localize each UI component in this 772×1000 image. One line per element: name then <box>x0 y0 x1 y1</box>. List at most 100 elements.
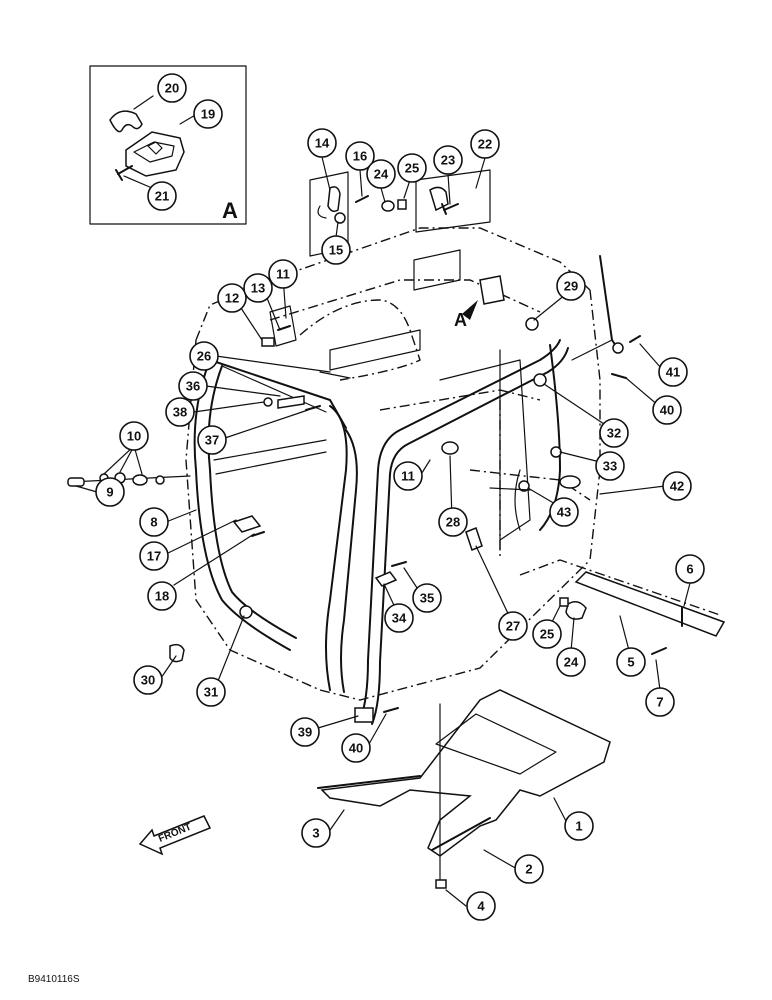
svg-text:35: 35 <box>420 591 434 606</box>
svg-text:29: 29 <box>564 279 578 294</box>
roof-latch-mount <box>479 275 505 305</box>
callout-34: 34 <box>384 603 414 633</box>
part-12 <box>261 337 275 347</box>
latch-part <box>429 186 449 212</box>
bolt-part-7 <box>651 647 667 655</box>
front-direction-arrow: FRONT <box>138 815 212 856</box>
leader-21 <box>123 175 153 189</box>
rail-outline <box>519 559 721 616</box>
middle-parts <box>374 317 587 713</box>
antenna-cable <box>571 339 613 361</box>
callout-39: 39 <box>290 717 320 747</box>
detail-view-a: A <box>89 65 247 225</box>
svg-text:41: 41 <box>666 365 680 380</box>
detail-view-label: A <box>222 198 238 223</box>
callout-16: 16 <box>345 141 375 171</box>
callout-25-lower: 25 <box>532 619 562 649</box>
svg-text:7: 7 <box>656 695 663 710</box>
svg-text:14: 14 <box>315 136 330 151</box>
front-frame-outer <box>193 359 291 651</box>
svg-text:24: 24 <box>374 167 389 182</box>
callout-7: 7 <box>645 687 675 717</box>
callout-15: 15 <box>321 235 351 265</box>
clip-part-17 <box>232 515 262 533</box>
svg-text:9: 9 <box>106 485 113 500</box>
roof-lamp-plate <box>269 305 297 347</box>
svg-text:33: 33 <box>603 459 617 474</box>
leader-20 <box>133 95 154 110</box>
rail-edge <box>585 571 725 623</box>
lamp-wire <box>317 205 327 219</box>
detail-frame <box>89 65 247 225</box>
handrail-bracket <box>354 707 374 723</box>
callout-5: 5 <box>616 647 646 677</box>
callout-17: 17 <box>139 541 169 571</box>
svg-text:6: 6 <box>686 562 693 577</box>
nut-part-29 <box>525 317 539 331</box>
callout-42: 42 <box>662 471 692 501</box>
view-a-arrow-label: A <box>454 310 467 330</box>
svg-text:15: 15 <box>329 243 343 258</box>
callout-24-upper: 24 <box>366 159 396 189</box>
callout-11-lower: 11 <box>393 461 423 491</box>
leader-lines <box>75 156 691 907</box>
svg-text:39: 39 <box>298 725 312 740</box>
plug-part-30 <box>169 643 185 663</box>
callout-11-upper: 11 <box>268 259 298 289</box>
callout-28: 28 <box>438 507 468 537</box>
floor-plate-part-1 <box>320 689 611 857</box>
svg-text:18: 18 <box>155 589 169 604</box>
nut-part-32 <box>533 373 547 387</box>
leader-18 <box>173 533 255 586</box>
rear-grommet <box>559 475 581 489</box>
antenna-base <box>612 342 624 354</box>
bolt-part-4 <box>435 879 447 889</box>
latch-group-frame <box>415 169 491 233</box>
leader-42 <box>599 485 666 495</box>
front-arrow-shape <box>138 815 212 856</box>
leader-26 <box>215 355 331 373</box>
callout-8: 8 <box>139 507 169 537</box>
callout-38: 38 <box>165 397 195 427</box>
svg-text:25: 25 <box>540 627 554 642</box>
callout-36: 36 <box>178 371 208 401</box>
svg-text:42: 42 <box>670 479 684 494</box>
svg-text:26: 26 <box>197 349 211 364</box>
svg-text:1: 1 <box>575 819 582 834</box>
callout-10: 10 <box>119 421 149 451</box>
antenna-mast <box>599 255 621 353</box>
svg-text:40: 40 <box>349 741 363 756</box>
callout-6: 6 <box>675 554 705 584</box>
svg-text:10: 10 <box>127 429 141 444</box>
rear-window-frame <box>439 359 531 541</box>
callout-29: 29 <box>556 271 586 301</box>
floor-plates <box>317 689 611 889</box>
leader-31 <box>215 615 245 687</box>
svg-text:40: 40 <box>660 403 674 418</box>
floor-rear-outline <box>469 469 591 501</box>
svg-text:13: 13 <box>251 281 265 296</box>
nut-part-38 <box>263 397 273 407</box>
leader-7 <box>655 659 661 691</box>
callout-14: 14 <box>307 128 337 158</box>
svg-text:3: 3 <box>312 826 319 841</box>
roof-plate <box>413 249 461 291</box>
cap-part-24-lower <box>565 601 587 620</box>
callout-23: 23 <box>433 145 463 175</box>
plate-part-34 <box>374 571 398 587</box>
leader-40-upper <box>625 377 660 407</box>
middle-pillar <box>325 405 358 693</box>
leader-15 <box>335 221 339 238</box>
leader-25-top <box>403 179 411 199</box>
light-housing-part <box>125 131 185 177</box>
nut-part-43 <box>518 480 530 492</box>
plug-part-31 <box>239 605 253 619</box>
leader-16 <box>359 169 363 197</box>
view-a-arrow <box>462 300 478 320</box>
callout-18: 18 <box>147 581 177 611</box>
svg-text:11: 11 <box>276 267 290 282</box>
cab-rear-outline <box>589 289 601 561</box>
svg-text:34: 34 <box>392 611 407 626</box>
floor-plate-edge-2 <box>431 817 491 851</box>
screw-part <box>115 165 133 181</box>
